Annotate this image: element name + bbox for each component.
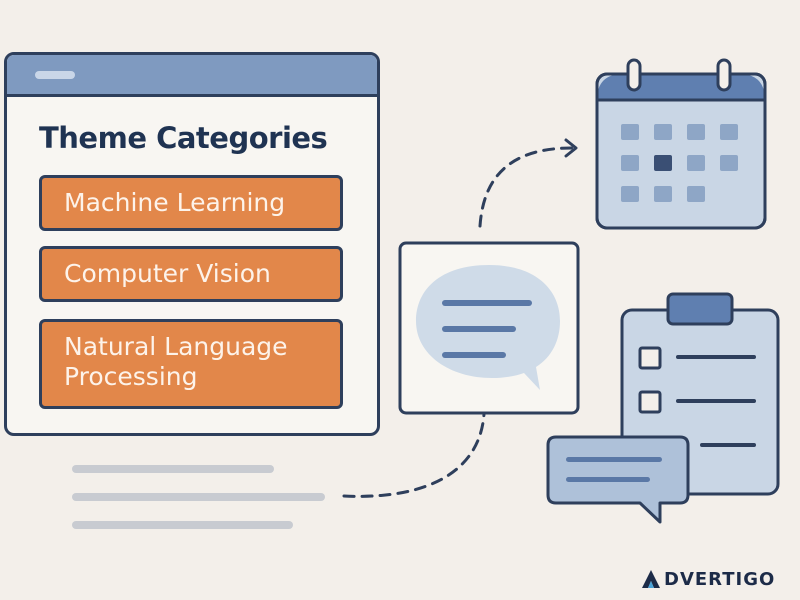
theme-categories-window: Theme Categories Machine Learning Comput… (4, 52, 380, 436)
brand-watermark: DVERTIGO (640, 566, 775, 592)
category-button-natural-language-processing[interactable]: Natural Language Processing (39, 319, 343, 409)
text-placeholder-lines (72, 465, 325, 529)
dashed-connector-bottom (342, 412, 486, 498)
speech-bubble-icon (416, 265, 560, 390)
calendar-icon (595, 58, 767, 230)
placeholder-line (72, 493, 325, 501)
brand-logo-text: DVERTIGO (664, 568, 776, 590)
comment-bubble-icon (546, 435, 690, 524)
brand-logo-icon (642, 570, 660, 588)
title-bar-handle (35, 71, 75, 79)
window-title-bar (7, 55, 377, 97)
placeholder-line (72, 521, 293, 529)
placeholder-line (72, 465, 274, 473)
dashed-arrow-icon (478, 138, 578, 228)
chat-card (398, 241, 580, 415)
category-button-machine-learning[interactable]: Machine Learning (39, 175, 343, 231)
panel-title: Theme Categories (39, 121, 328, 155)
category-button-computer-vision[interactable]: Computer Vision (39, 246, 343, 302)
